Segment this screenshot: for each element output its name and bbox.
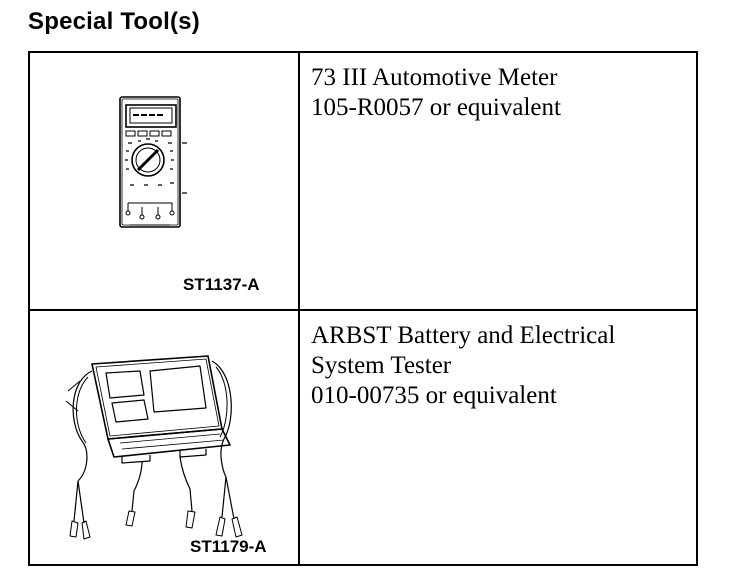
tool-name-continued: System Tester	[311, 352, 452, 379]
section-title: Special Tool(s)	[28, 8, 200, 35]
tool-name: ARBST Battery and Electrical	[311, 322, 616, 349]
tool-row: ST1137-A 73 III Automotive Meter 105-R00…	[28, 51, 698, 311]
tool-name: 73 III Automotive Meter	[311, 64, 558, 91]
tool-description-cell: ARBST Battery and Electrical System Test…	[298, 309, 698, 566]
tool-image-cell: ST1137-A	[28, 51, 300, 311]
tool-image-cell: ST1179-A	[28, 309, 300, 566]
illustration-code: ST1137-A	[183, 275, 260, 294]
tool-description: 73 III Automotive Meter 105-R0057 or equ…	[300, 53, 696, 123]
tool-part-number: 010-00735 or equivalent	[311, 382, 557, 409]
tool-description-cell: 73 III Automotive Meter 105-R0057 or equ…	[298, 51, 698, 311]
tool-row: ST1179-A ARBST Battery and Electrical Sy…	[28, 309, 698, 566]
tool-description: ARBST Battery and Electrical System Test…	[300, 311, 696, 411]
battery-tester-illustration	[65, 355, 243, 540]
multimeter-illustration	[119, 96, 187, 228]
tool-part-number: 105-R0057 or equivalent	[311, 94, 561, 121]
illustration-code: ST1179-A	[190, 537, 267, 556]
special-tools-table: ST1137-A 73 III Automotive Meter 105-R00…	[28, 51, 698, 566]
